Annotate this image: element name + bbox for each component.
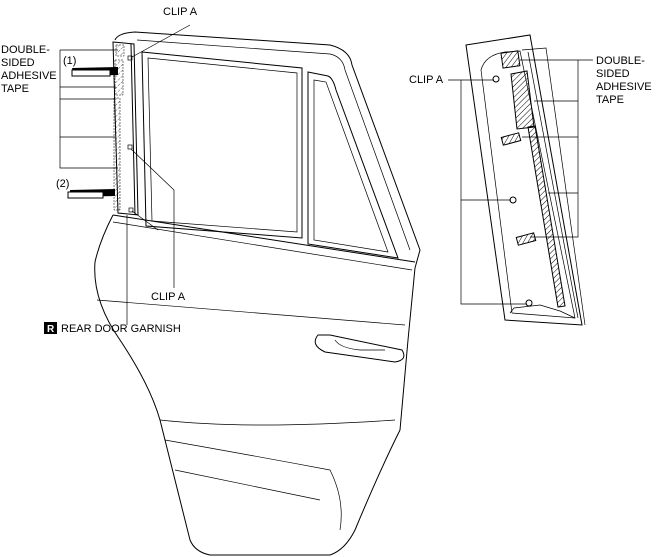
left-leaders (59, 24, 191, 325)
r-badge (44, 322, 57, 334)
garnish-installed (67, 41, 139, 216)
rear-door (94, 31, 421, 556)
r-badge-text: R (47, 324, 55, 335)
tape-label-left: DOUBLE- SIDED ADHESIVE TAPE (1, 44, 57, 95)
clip-icon (127, 55, 133, 61)
tape-label-line: ADHESIVE (1, 70, 57, 82)
tape-label-line: SIDED (596, 68, 630, 80)
tape-label-right: DOUBLE- SIDED ADHESIVE TAPE (596, 55, 652, 106)
garnish-detail (465, 34, 586, 326)
clip-a-label-bottom: CLIP A (151, 291, 186, 303)
clip-a-label-right: CLIP A (409, 74, 444, 86)
clip-icon (128, 207, 134, 213)
caption-rear-door-garnish: REAR DOOR GARNISH (61, 323, 181, 335)
tape-label-line: DOUBLE- (596, 55, 645, 67)
tape-label-line: TAPE (596, 94, 624, 106)
callout-2: (2) (56, 178, 69, 190)
right-leaders (448, 59, 593, 305)
clip-icon (525, 299, 533, 307)
clip-icon (127, 144, 133, 150)
tape-label-line: TAPE (1, 83, 29, 95)
tape-label-line: DOUBLE- (1, 44, 50, 56)
tape-label-line: ADHESIVE (596, 81, 652, 93)
clip-icon (492, 75, 500, 83)
tape-label-line: SIDED (1, 57, 35, 69)
callout-1: (1) (63, 55, 76, 67)
clip-a-label-top: CLIP A (163, 6, 198, 18)
